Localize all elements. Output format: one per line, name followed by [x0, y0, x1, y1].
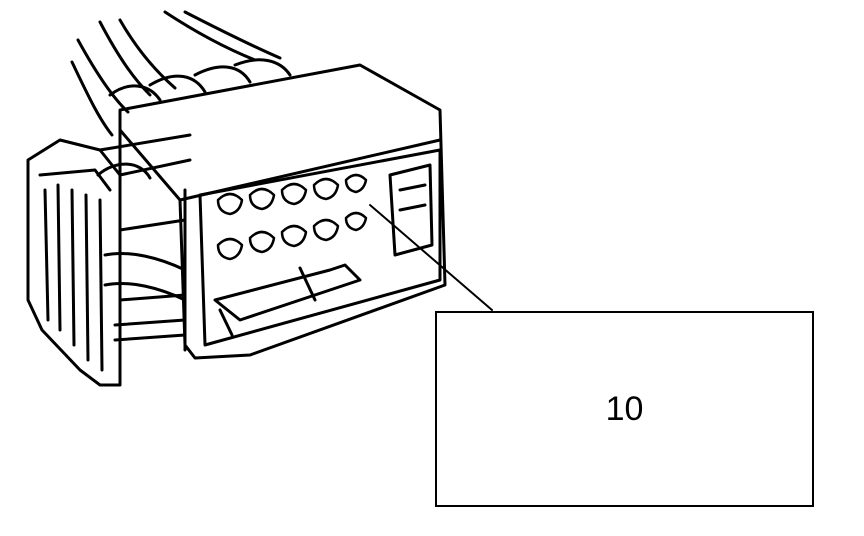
terminal-cavities [216, 173, 368, 261]
wire-bundle [70, 10, 292, 137]
end-cap [26, 133, 192, 387]
callout-label: 10 [605, 389, 644, 428]
callout-leader-line [369, 204, 493, 311]
connector-body [96, 63, 447, 360]
callout-box: 10 [435, 311, 814, 507]
